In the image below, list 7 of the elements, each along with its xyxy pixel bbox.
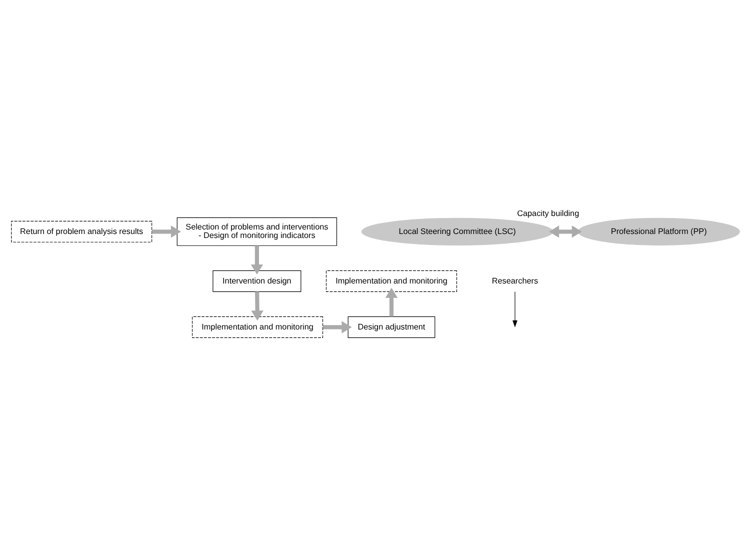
- arrow: [250, 246, 263, 274]
- arrow: [322, 321, 352, 334]
- arrow: [151, 226, 180, 238]
- arrow: [512, 291, 517, 328]
- arrow: [384, 288, 398, 317]
- arrow: [548, 226, 582, 238]
- arrow: [250, 292, 263, 321]
